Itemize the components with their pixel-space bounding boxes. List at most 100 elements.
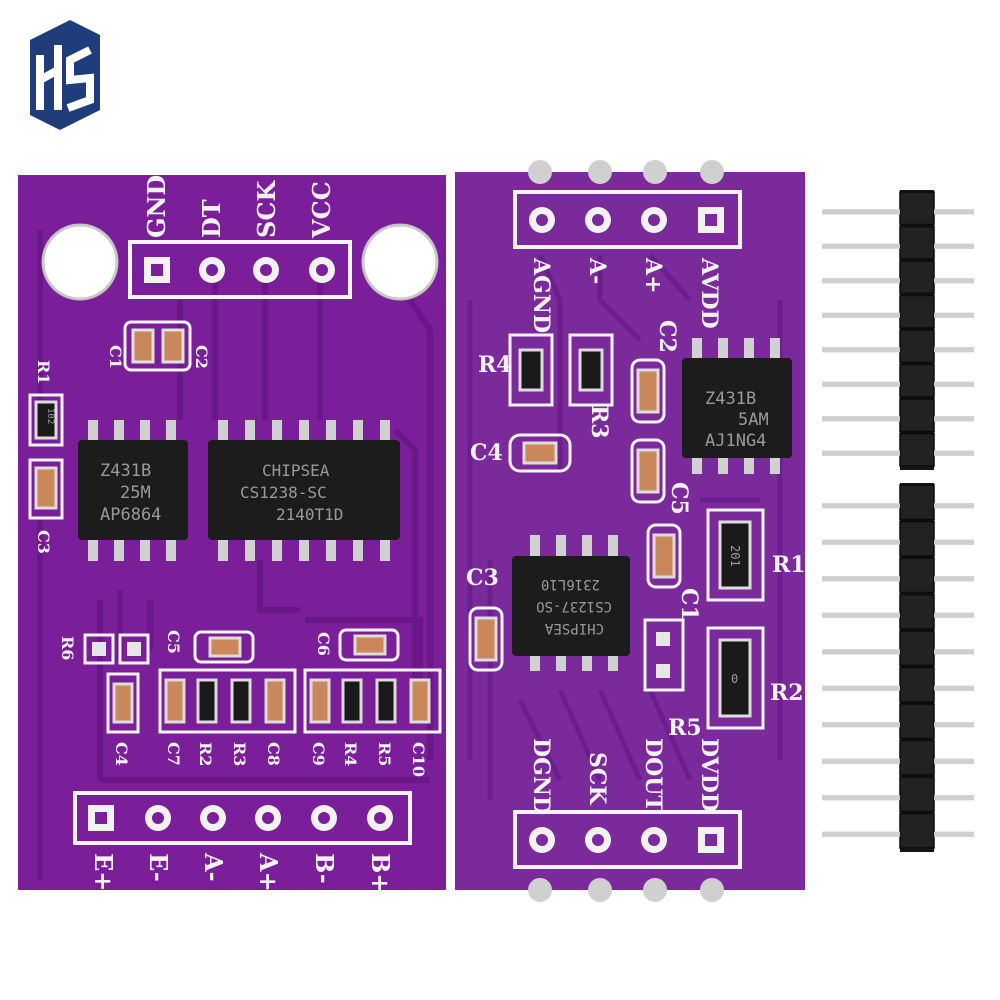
left-r5-label: R5 (375, 742, 394, 766)
left-c7-label: C7 (164, 742, 183, 766)
left-label-bminus: B- (310, 853, 339, 884)
left-r6-label: R6 (58, 636, 77, 660)
left-c10-label: C10 (409, 742, 428, 777)
header-pin-right (934, 539, 974, 545)
left-r2-label: R2 (196, 742, 215, 766)
left-label-dt: DT (197, 199, 226, 238)
right-label-sck: SCK (584, 752, 610, 805)
left-c8-label: C8 (264, 742, 283, 766)
left-c6-label: C6 (314, 632, 333, 656)
right-r1-marking: 201 (728, 545, 742, 567)
header-segment (899, 260, 935, 295)
right-label-dout: DOUT (640, 738, 666, 812)
header-pin-right (934, 758, 974, 764)
right-label-aminus: A- (584, 257, 610, 284)
header-segment (899, 225, 935, 260)
header-segment (899, 812, 935, 849)
header-pin-right (934, 381, 974, 387)
right-c1-label: C1 (676, 588, 702, 621)
left-label-eminus: E- (144, 853, 173, 882)
header-pin-right (934, 831, 974, 837)
header-segment (899, 484, 935, 521)
right-r3-label: R3 (586, 405, 612, 439)
right-r2-label: R2 (770, 680, 804, 706)
left-c9-label: C9 (309, 742, 328, 766)
right-r5-label: R5 (668, 715, 702, 741)
header-pin-left (822, 576, 900, 582)
left-bottom-pads (88, 805, 393, 831)
header-segment (899, 294, 935, 329)
left-c1-label: C1 (106, 345, 125, 369)
right-label-dvdd: DVDD (696, 738, 722, 812)
left-r1-marking: 102 (45, 408, 55, 424)
left-top-pads (144, 257, 335, 283)
header-segment (899, 739, 935, 776)
header-pin-right (934, 312, 974, 318)
header-pin-right (934, 209, 974, 215)
left-c3-label: C3 (34, 530, 53, 554)
left-r1-label: R1 (34, 360, 53, 384)
header-pin-left (822, 243, 900, 249)
right-r2-marking: 0 (731, 672, 738, 686)
pin-header-top (822, 190, 974, 470)
right-top-pads (529, 207, 724, 233)
header-pin-left (822, 795, 900, 801)
pin-header-bottom (822, 483, 974, 852)
left-c4-label: C4 (112, 742, 131, 766)
header-pin-right (934, 685, 974, 691)
header-pin-left (822, 722, 900, 728)
header-pin-left (822, 416, 900, 422)
right-chip-line2: CS1237-SO (536, 598, 612, 614)
left-regulator-chip: Z431B 25M AP6864 (78, 420, 188, 561)
left-label-gnd: GND (142, 175, 171, 238)
header-segment (899, 593, 935, 630)
left-chip-line3: 2140T1D (276, 505, 343, 524)
right-reg-line2: 5AM (738, 410, 769, 430)
left-label-bplus: B+ (366, 853, 395, 893)
header-segment (899, 557, 935, 594)
left-label-sck: SCK (252, 180, 281, 238)
header-pin-left (822, 209, 900, 215)
header-segment (899, 520, 935, 557)
header-pin-right (934, 450, 974, 456)
header-segment (899, 776, 935, 813)
header-pin-right (934, 278, 974, 284)
right-chip-line1: CHIPSEA (544, 620, 604, 636)
right-chip-line3: 2316L10 (541, 576, 600, 592)
brand-logo (30, 20, 100, 130)
header-pin-left (822, 831, 900, 837)
left-r3-label: R3 (230, 742, 249, 766)
left-label-aplus: A+ (254, 852, 283, 892)
left-c5-label: C5 (164, 630, 183, 654)
left-c2-label: C2 (192, 345, 211, 369)
left-label-aminus: A- (199, 852, 228, 882)
right-reg-line3: AJ1NG4 (705, 431, 766, 451)
header-pin-left (822, 450, 900, 456)
right-c2-label: C2 (654, 320, 680, 353)
right-c4-label: C4 (470, 440, 503, 466)
right-r1-label: R1 (772, 552, 806, 578)
header-pin-left (822, 539, 900, 545)
header-pin-left (822, 381, 900, 387)
right-c3-label: C3 (466, 565, 499, 591)
left-r4-label: R4 (341, 742, 360, 766)
header-pin-right (934, 612, 974, 618)
header-pin-right (934, 416, 974, 422)
header-segment (899, 329, 935, 364)
right-label-aplus: A+ (640, 257, 666, 294)
left-chip-line1: CHIPSEA (262, 461, 330, 480)
left-reg-line1: Z431B (100, 461, 151, 481)
header-pin-left (822, 312, 900, 318)
left-chip-line2: CS1238-SC (240, 483, 327, 502)
header-pin-left (822, 612, 900, 618)
header-segment (899, 432, 935, 467)
right-r4-label: R4 (478, 352, 512, 378)
header-segment (899, 666, 935, 703)
left-reg-line3: AP6864 (100, 505, 161, 525)
left-label-eplus: E+ (89, 853, 118, 891)
header-pin-right (934, 243, 974, 249)
header-pin-left (822, 758, 900, 764)
left-main-chip: CHIPSEA CS1238-SC 2140T1D (208, 420, 400, 561)
header-pin-right (934, 576, 974, 582)
